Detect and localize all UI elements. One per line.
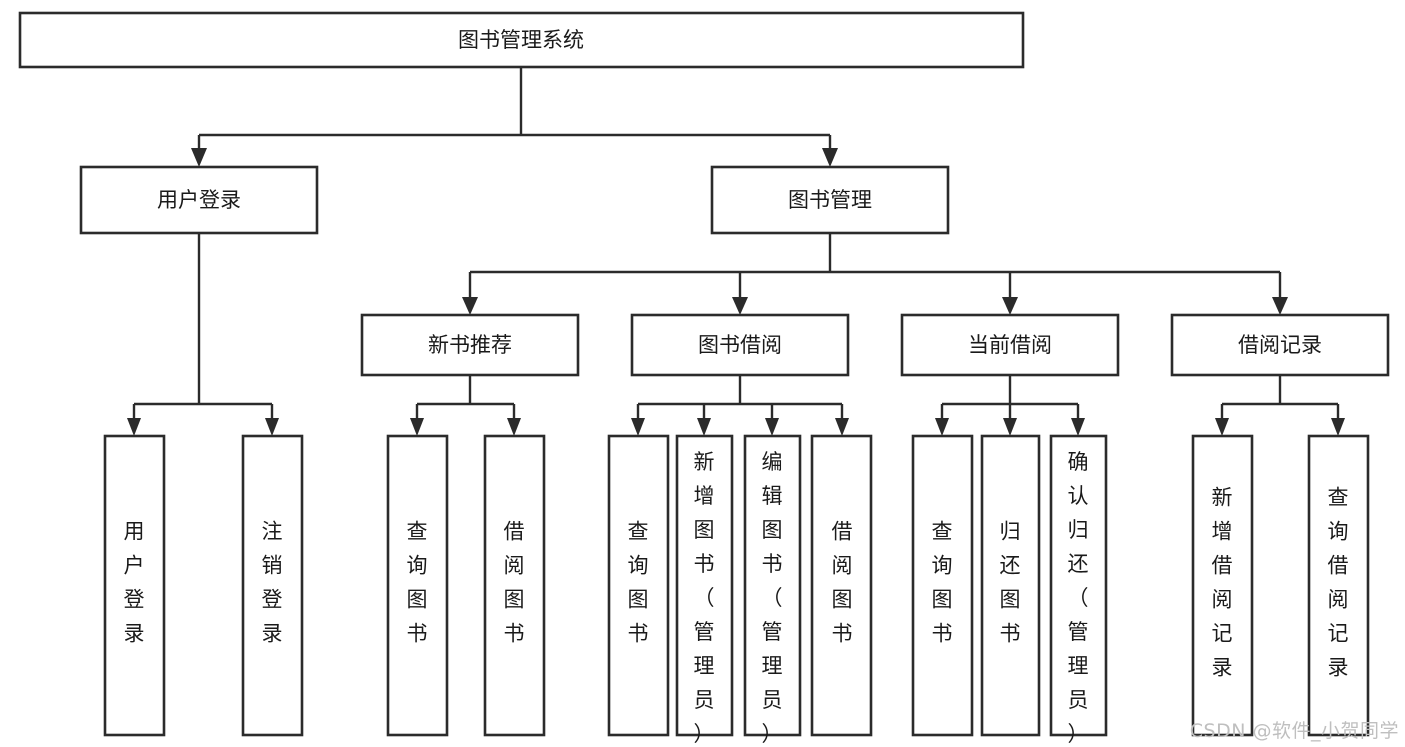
arrow-head-icon <box>1331 418 1345 436</box>
arrow-head-icon <box>462 297 478 315</box>
leaf-node[interactable]: 查询借阅记录 <box>1307 434 1370 737</box>
arrow-head-icon <box>507 418 521 436</box>
node-book-manage-box[interactable] <box>710 165 950 235</box>
node-book-manage[interactable]: 图书管理 <box>710 165 950 235</box>
leaf-node[interactable]: 查询图书 <box>386 434 449 737</box>
leaf-node[interactable]: 新增图书（管理员） <box>675 434 734 746</box>
arrow-head-icon <box>265 418 279 436</box>
leaf-query-record-box[interactable] <box>1307 434 1370 737</box>
node-root-label: 图书管理系统 <box>458 28 584 52</box>
node-current-borrow[interactable]: 当前借阅 <box>900 313 1120 377</box>
node-current-borrow-label: 当前借阅 <box>968 333 1052 357</box>
arrow-head-icon <box>191 148 207 167</box>
arrow-head-icon <box>631 418 645 436</box>
leaf-node[interactable]: 借阅图书 <box>483 434 546 737</box>
arrow-head-icon <box>822 148 838 167</box>
leaf-logout-box[interactable] <box>241 434 304 737</box>
node-user-login[interactable]: 用户登录 <box>79 165 319 235</box>
node-book-borrow-box[interactable] <box>630 313 850 377</box>
leaf-node[interactable]: 用户登录 <box>103 434 166 737</box>
leaf-return-book-label: 归还图书 <box>1000 520 1021 646</box>
arrow-head-icon <box>765 418 779 436</box>
leaf-user-login-label: 用户登录 <box>124 520 145 646</box>
leaf-query-book-2-label: 查询图书 <box>628 520 649 646</box>
leaf-confirm-return-box[interactable] <box>1049 434 1108 737</box>
node-borrow-record-box[interactable] <box>1170 313 1390 377</box>
node-root-box[interactable] <box>18 11 1025 69</box>
node-current-borrow-box[interactable] <box>900 313 1120 377</box>
arrow-head-icon <box>835 418 849 436</box>
arrow-head-icon <box>1272 297 1288 315</box>
node-book-borrow[interactable]: 图书借阅 <box>630 313 850 377</box>
arrow-head-icon <box>1002 297 1018 315</box>
arrowhead-layer <box>127 148 1345 436</box>
leaf-add-record-box[interactable] <box>1191 434 1254 737</box>
leaf-node[interactable]: 确认归还（管理员） <box>1049 434 1108 746</box>
node-new-book-rec-box[interactable] <box>360 313 580 377</box>
node-book-borrow-label: 图书借阅 <box>698 333 782 357</box>
leaf-borrow-book-2-box[interactable] <box>810 434 873 737</box>
leaf-borrow-book-2-label: 借阅图书 <box>832 520 853 646</box>
leaf-logout-label: 注销登录 <box>262 520 283 646</box>
arrow-head-icon <box>127 418 141 436</box>
node-borrow-record-label: 借阅记录 <box>1238 333 1322 357</box>
leaf-add-record-label: 新增借阅记录 <box>1212 486 1233 680</box>
node-book-manage-label: 图书管理 <box>788 188 872 212</box>
arrow-head-icon <box>1215 418 1229 436</box>
leaf-node[interactable]: 查询图书 <box>911 434 974 737</box>
arrow-head-icon <box>410 418 424 436</box>
leaf-node[interactable]: 编辑图书（管理员） <box>743 434 802 746</box>
leaf-query-book-2-box[interactable] <box>607 434 670 737</box>
node-new-book-rec-label: 新书推荐 <box>428 333 512 357</box>
node-new-book-rec[interactable]: 新书推荐 <box>360 313 580 377</box>
node-root[interactable]: 图书管理系统 <box>18 11 1025 69</box>
node-borrow-record[interactable]: 借阅记录 <box>1170 313 1390 377</box>
node-user-login-box[interactable] <box>79 165 319 235</box>
arrow-head-icon <box>697 418 711 436</box>
leaf-query-book-1-label: 查询图书 <box>407 520 428 646</box>
node-user-login-label: 用户登录 <box>157 188 241 212</box>
leaf-query-book-1-box[interactable] <box>386 434 449 737</box>
leaf-return-book-box[interactable] <box>980 434 1041 737</box>
leaf-borrow-book-1-label: 借阅图书 <box>504 520 525 646</box>
leaf-edit-book-label: 编辑图书（管理员） <box>762 450 783 746</box>
leaf-user-login-box[interactable] <box>103 434 166 737</box>
arrow-head-icon <box>732 297 748 315</box>
leaf-node[interactable]: 查询图书 <box>607 434 670 737</box>
leaf-edit-book-box[interactable] <box>743 434 802 737</box>
leaf-node[interactable]: 归还图书 <box>980 434 1041 737</box>
arrow-head-icon <box>1003 418 1017 436</box>
leaf-query-book-3-box[interactable] <box>911 434 974 737</box>
leaf-add-book-label: 新增图书（管理员） <box>694 450 715 746</box>
leaf-node[interactable]: 注销登录 <box>241 434 304 737</box>
arrow-head-icon <box>1071 418 1085 436</box>
leaf-node[interactable]: 借阅图书 <box>810 434 873 737</box>
leaf-add-book-box[interactable] <box>675 434 734 737</box>
leaf-query-record-label: 查询借阅记录 <box>1328 486 1349 680</box>
leaf-node[interactable]: 新增借阅记录 <box>1191 434 1254 737</box>
leaf-confirm-return-label: 确认归还（管理员） <box>1068 450 1089 746</box>
arrow-head-icon <box>935 418 949 436</box>
leaf-borrow-book-1-box[interactable] <box>483 434 546 737</box>
leaf-query-book-3-label: 查询图书 <box>932 520 953 646</box>
